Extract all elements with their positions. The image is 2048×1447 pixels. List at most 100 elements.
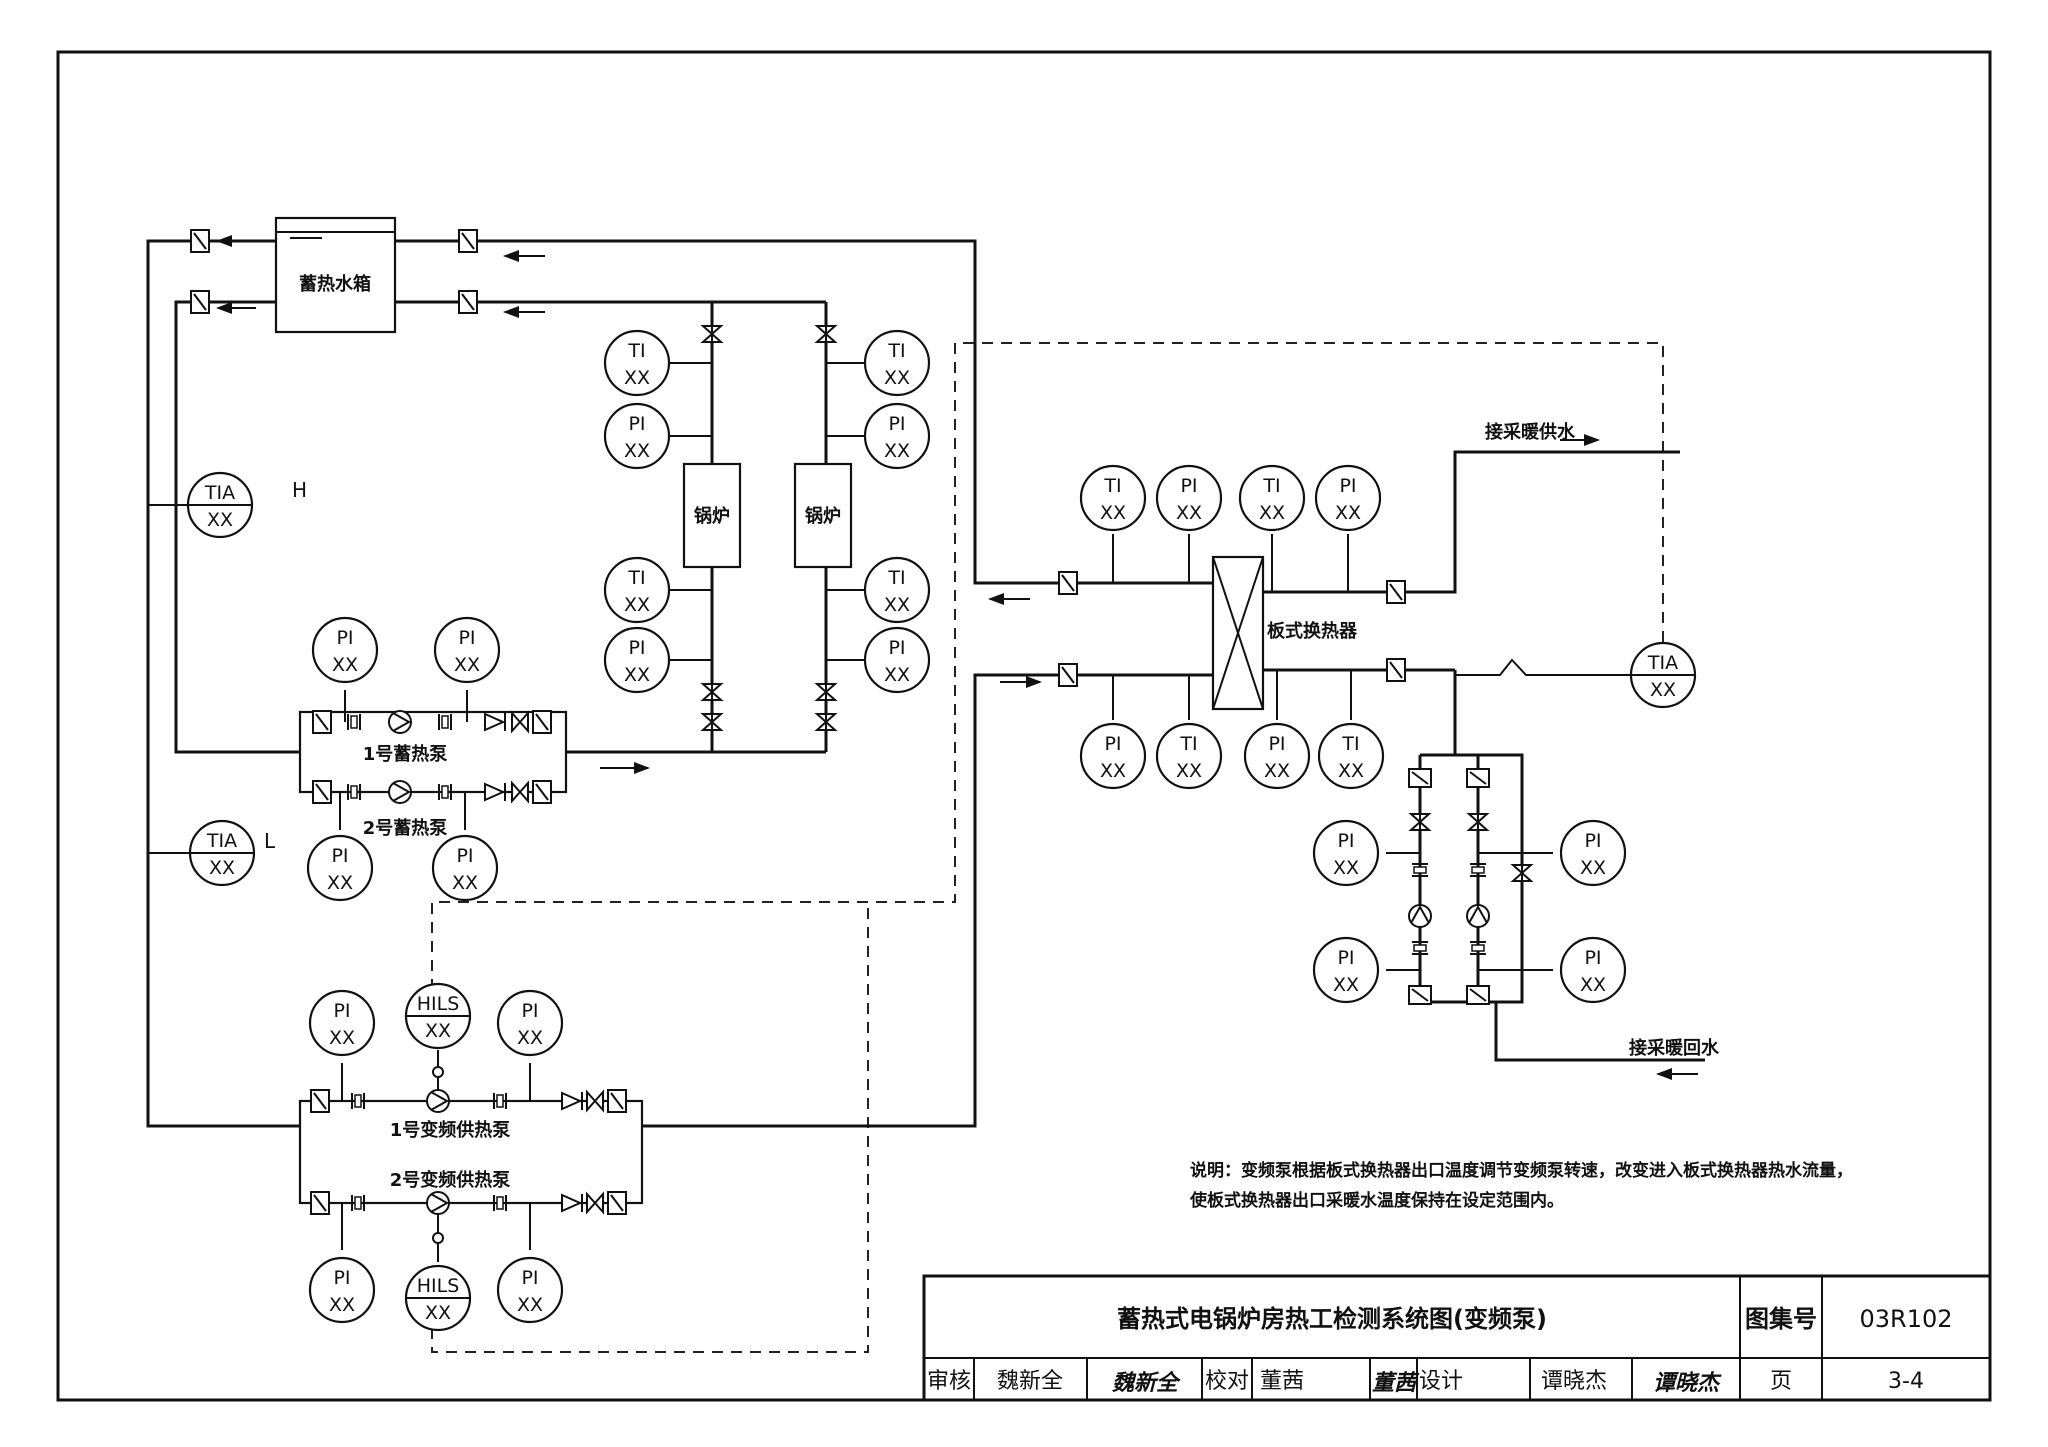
pipe-vfd-to-phe [642, 673, 1063, 1128]
gauge-tag: TI [627, 340, 645, 362]
ti-gauge: TI XX [1317, 722, 1385, 790]
reviewer-signature: 魏新全 [1111, 1370, 1181, 1396]
gauge-tag: PI [1339, 475, 1356, 497]
pi-gauge: PI XX [306, 834, 374, 902]
ti-gauge: TI XX [1155, 722, 1223, 790]
reviewer-name: 魏新全 [997, 1369, 1063, 1394]
gauge-tag: TI [887, 340, 905, 362]
gauge-tag: PI [888, 413, 905, 435]
atlas-number: 03R102 [1859, 1305, 1952, 1333]
gauge-value: XX [624, 594, 650, 616]
gauge-value: XX [624, 440, 650, 462]
gauge-tag: HILS [417, 1275, 460, 1297]
heating-return-label: 接采暖回水 [1629, 1037, 1720, 1059]
tank-label: 蓄热水箱 [299, 273, 371, 295]
pi-gauge: PI XX [311, 616, 379, 684]
pi-gauge: PI XX [1559, 936, 1627, 1004]
gauge-tag: PI [458, 627, 475, 649]
gauge-tag: PI [628, 637, 645, 659]
pipe-pump-rack [1418, 670, 1705, 1062]
gauge-tag: TI [1341, 733, 1359, 755]
gauge-tag: PI [1180, 475, 1197, 497]
ti-gauge: TI XX [1238, 464, 1306, 532]
gauge-value: XX [332, 654, 358, 676]
gauge-tag: PI [333, 1000, 350, 1022]
pipe-tank-supply-right [395, 239, 1063, 585]
gauge-value: XX [1333, 857, 1359, 879]
review-label: 审核 [927, 1369, 971, 1394]
gauge-value: XX [1580, 974, 1606, 996]
gauge-value: XX [329, 1294, 355, 1316]
gauge-value: XX [517, 1027, 543, 1049]
gauge-tag: PI [1584, 830, 1601, 852]
gauge-value: XX [209, 857, 235, 879]
flow-arrow [216, 235, 650, 774]
gauge-value: XX [425, 1302, 451, 1324]
gauge-value: XX [1176, 760, 1202, 782]
designer-signature: 谭晓杰 [1653, 1371, 1722, 1396]
flow-arrow [988, 434, 1698, 1080]
gauge-tag: PI [1268, 733, 1285, 755]
gauge-value: XX [1100, 502, 1126, 524]
pi-gauge: PI XX [603, 626, 671, 694]
gauge-value: XX [329, 1027, 355, 1049]
ti-gauge: TI XX [863, 329, 931, 397]
gauge-tag: PI [1104, 733, 1121, 755]
instrument-gauges: TI XX PI XX TI XX PI XX TI XX PI XX TI XX PI XX TIA XX TIA… [186, 329, 1697, 1332]
checker-name: 董茜 [1260, 1369, 1304, 1394]
gauge-value: XX [1338, 760, 1364, 782]
gauge-value: XX [624, 367, 650, 389]
tia-low-flag: L [264, 829, 276, 853]
gauge-tag: TI [1179, 733, 1197, 755]
gauge-tag: PI [331, 845, 348, 867]
tia-high-flag: H [292, 478, 307, 502]
gauge-value: XX [624, 664, 650, 686]
pipe-phe-secondary-supply [1263, 450, 1680, 594]
gauge-tag: TIA [204, 482, 235, 504]
gauge-value: XX [1100, 760, 1126, 782]
gauge-tag: PI [888, 637, 905, 659]
phe-label: 板式换热器 [1267, 620, 1358, 642]
gauge-tag: TI [1262, 475, 1280, 497]
hils-gauge: HILS XX [404, 1264, 472, 1332]
gauge-value: XX [884, 367, 910, 389]
gauge-value: XX [884, 664, 910, 686]
pi-gauge: PI XX [863, 626, 931, 694]
gauge-value: XX [1259, 502, 1285, 524]
gauge-value: XX [1333, 974, 1359, 996]
vfd-pump-2-label: 2号变频供热泵 [390, 1169, 511, 1191]
gauge-tag: TIA [1647, 652, 1678, 674]
gauge-value: XX [207, 509, 233, 531]
gauge-tag: PI [1584, 947, 1601, 969]
storage-pump-2-label: 2号蓄热泵 [363, 817, 448, 839]
pipe-tank-top-loop [146, 239, 300, 1128]
gauge-tag: TI [1103, 475, 1121, 497]
design-label: 设计 [1419, 1369, 1463, 1394]
note-line-1: 说明：变频泵根据板式换热器出口温度调节变频泵转速，改变进入板式换热器热水流量， [1190, 1160, 1853, 1181]
gauge-value: XX [327, 872, 353, 894]
tia-gauge: TIA XX [186, 471, 254, 539]
pi-gauge: PI XX [1079, 722, 1147, 790]
gauge-tag: TI [627, 567, 645, 589]
ti-gauge: TI XX [603, 556, 671, 624]
gauge-value: XX [517, 1294, 543, 1316]
ti-gauge: TI XX [603, 329, 671, 397]
atlas-label: 图集号 [1745, 1305, 1817, 1333]
note-line-2: 使板式换热器出口采暖水温度保持在设定范围内。 [1189, 1190, 1564, 1211]
gauge-tag: PI [336, 627, 353, 649]
gauge-tag: PI [521, 1267, 538, 1289]
page-number: 3-4 [1888, 1369, 1924, 1394]
gauge-value: XX [452, 872, 478, 894]
temp-sensor-line [1455, 658, 1637, 676]
